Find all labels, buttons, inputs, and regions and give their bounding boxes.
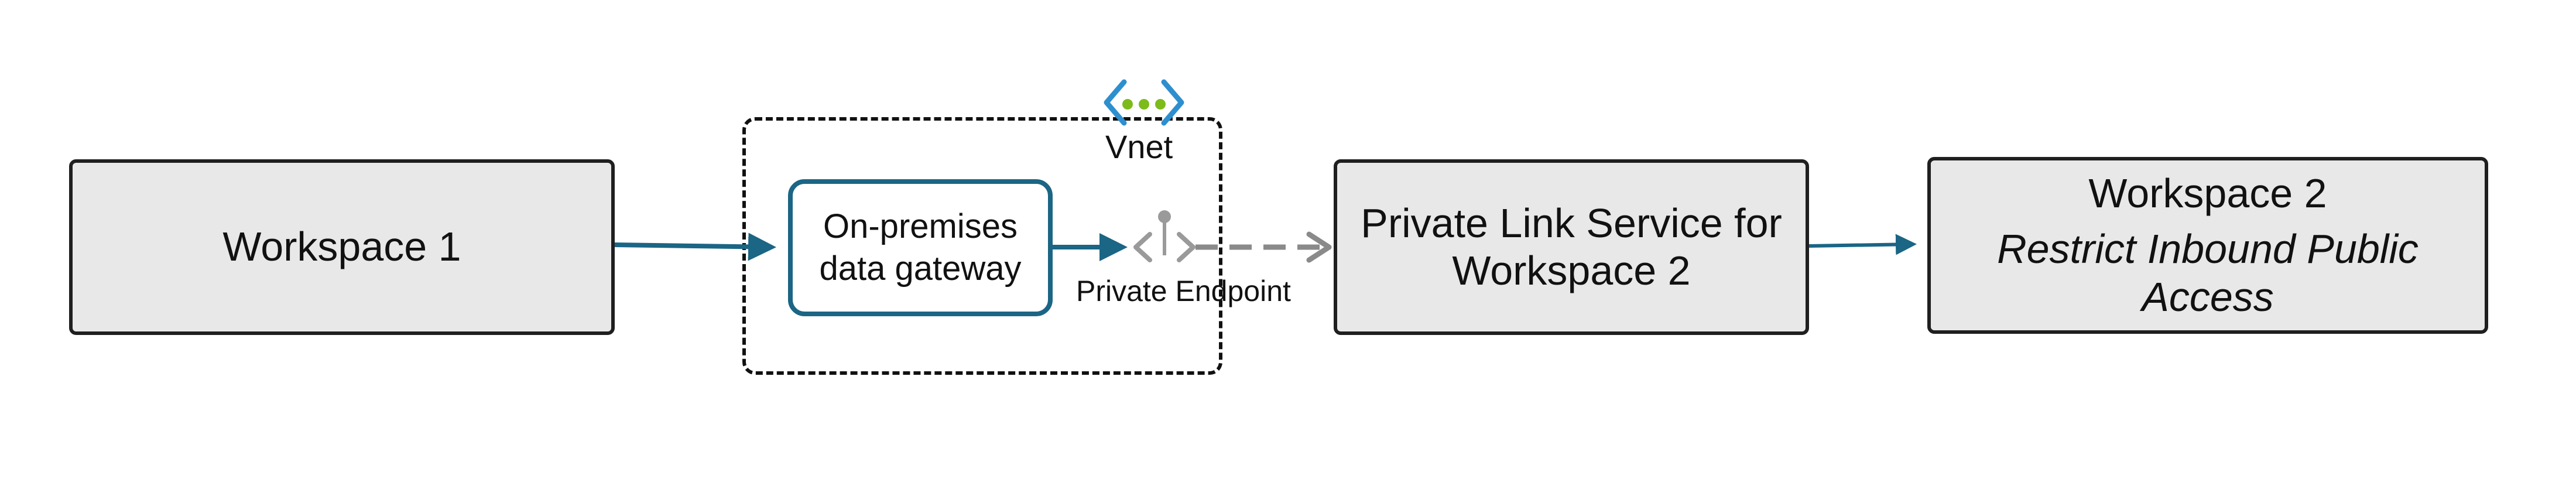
vnet-icon: [1104, 79, 1184, 126]
dashed-arrow-private-endpoint-to-private-link: [1195, 231, 1332, 263]
workspace-1-box: Workspace 1: [69, 159, 615, 335]
workspace-2-subtitle: Restrict Inbound Public Access: [1997, 226, 2419, 320]
private-endpoint-label: Private Endpoint: [1076, 275, 1291, 307]
on-premises-data-gateway-box: On-premises data gateway: [788, 179, 1053, 316]
gateway-label-line2: data gateway: [819, 249, 1022, 288]
private-link-service-line1: Private Link Service for: [1361, 200, 1782, 246]
workspace-2-title: Workspace 2: [2088, 170, 2327, 217]
gateway-label-line1: On-premises: [823, 207, 1018, 245]
arrow-private-link-to-workspace2: [1808, 234, 1917, 255]
private-link-service-line2: Workspace 2: [1452, 248, 1691, 293]
vnet-label: Vnet: [1105, 128, 1173, 165]
workspace-2-box: Workspace 2 Restrict Inbound Public Acce…: [1927, 157, 2488, 334]
private-endpoint-icon: [1133, 210, 1195, 262]
private-link-service-box: Private Link Service for Workspace 2: [1334, 159, 1809, 335]
arrow-workspace1-to-gateway: [614, 232, 776, 261]
workspace-1-label: Workspace 1: [222, 224, 461, 270]
